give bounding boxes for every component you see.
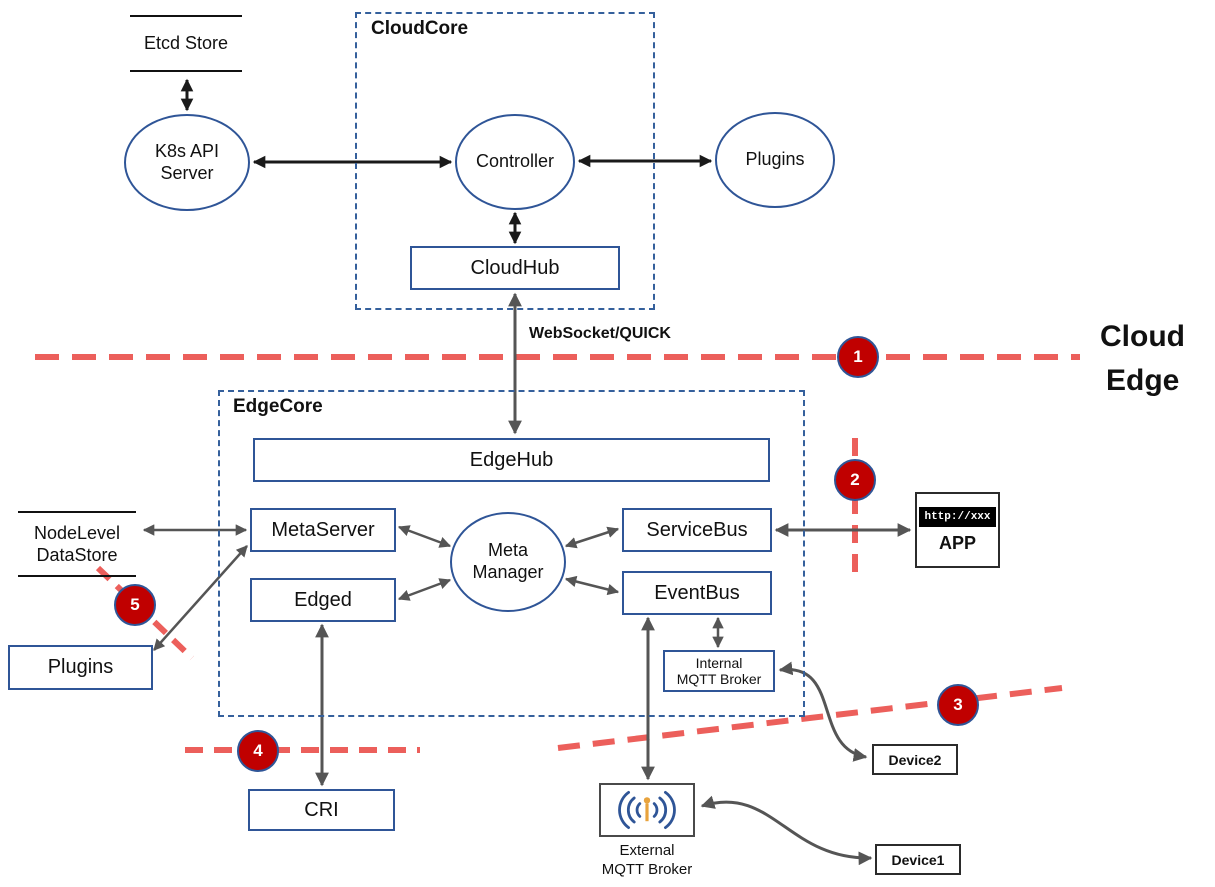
device1-label: Device1 (891, 851, 945, 868)
browser-icon: http://xxx (919, 506, 996, 527)
external-mqtt-broker (599, 783, 695, 837)
marker-4: 4 (237, 730, 279, 772)
cloudhub: CloudHub (410, 246, 620, 290)
metaserver: MetaServer (250, 508, 396, 552)
metaserver-label: MetaServer (271, 518, 375, 541)
edgecore-title: EdgeCore (230, 396, 326, 418)
cloud-label: Cloud (1100, 320, 1185, 353)
servicebus: ServiceBus (622, 508, 772, 552)
eventbus: EventBus (622, 571, 772, 615)
marker-2: 2 (834, 459, 876, 501)
arrow-metamanager-to-servicebus (564, 526, 620, 549)
k8s-api-server-label: K8s API Server (154, 140, 220, 183)
arrow-external-mqtt-to-device1 (700, 795, 873, 866)
cloudhub-label: CloudHub (470, 256, 560, 279)
cloudcore-container (355, 12, 655, 310)
marker-3: 3 (937, 684, 979, 726)
meta-manager: Meta Manager (450, 512, 566, 612)
edgehub: EdgeHub (253, 438, 770, 482)
edgecore-container (218, 390, 805, 717)
plugins-edge: Plugins (8, 645, 153, 690)
app-label: APP (938, 532, 976, 553)
plugins-edge-label: Plugins (47, 656, 114, 678)
meta-manager-label: Meta Manager (472, 540, 544, 582)
arrow-plugins-to-metaserver (153, 545, 248, 651)
arrow-internal-mqtt-to-device2 (778, 661, 868, 762)
edge-label: Edge (1106, 364, 1180, 397)
edged-label: Edged (294, 588, 352, 611)
etcd-store: Etcd Store (130, 15, 242, 72)
arrow-metaserver-to-metamanager (397, 525, 452, 548)
websocket-label: WebSocket/QUICK (527, 325, 673, 343)
cloudcore-title: CloudCore (368, 18, 472, 40)
etcd-store-label: Etcd Store (143, 33, 229, 54)
k8s-api-server: K8s API Server (124, 114, 250, 211)
marker-1: 1 (837, 336, 879, 378)
edged: Edged (250, 578, 396, 622)
device1: Device1 (875, 844, 961, 875)
cri: CRI (248, 789, 395, 831)
plugins-cloud: Plugins (715, 112, 835, 208)
internal-mqtt-broker: Internal MQTT Broker (663, 650, 775, 692)
nodelevel-datastore-label: NodeLevel DataStore (33, 522, 121, 566)
edgehub-label: EdgeHub (469, 448, 554, 471)
nodelevel-datastore: NodeLevel DataStore (18, 511, 136, 577)
marker-5: 5 (114, 584, 156, 626)
controller-label: Controller (475, 151, 555, 172)
servicebus-label: ServiceBus (646, 518, 748, 541)
cri-label: CRI (304, 798, 339, 821)
plugins-cloud-label: Plugins (745, 149, 805, 170)
device2-label: Device2 (888, 751, 942, 768)
internal-mqtt-broker-label: Internal MQTT Broker (676, 654, 762, 687)
controller: Controller (455, 114, 575, 210)
app: http://xxx APP (915, 492, 1000, 568)
external-mqtt-broker-label: External MQTT Broker (601, 842, 693, 878)
arrow-metamanager-to-eventbus (564, 575, 620, 596)
eventbus-label: EventBus (654, 581, 740, 604)
arrow-edged-to-metamanager (397, 578, 452, 601)
wifi-signal-icon (618, 791, 676, 829)
device2: Device2 (872, 744, 958, 775)
